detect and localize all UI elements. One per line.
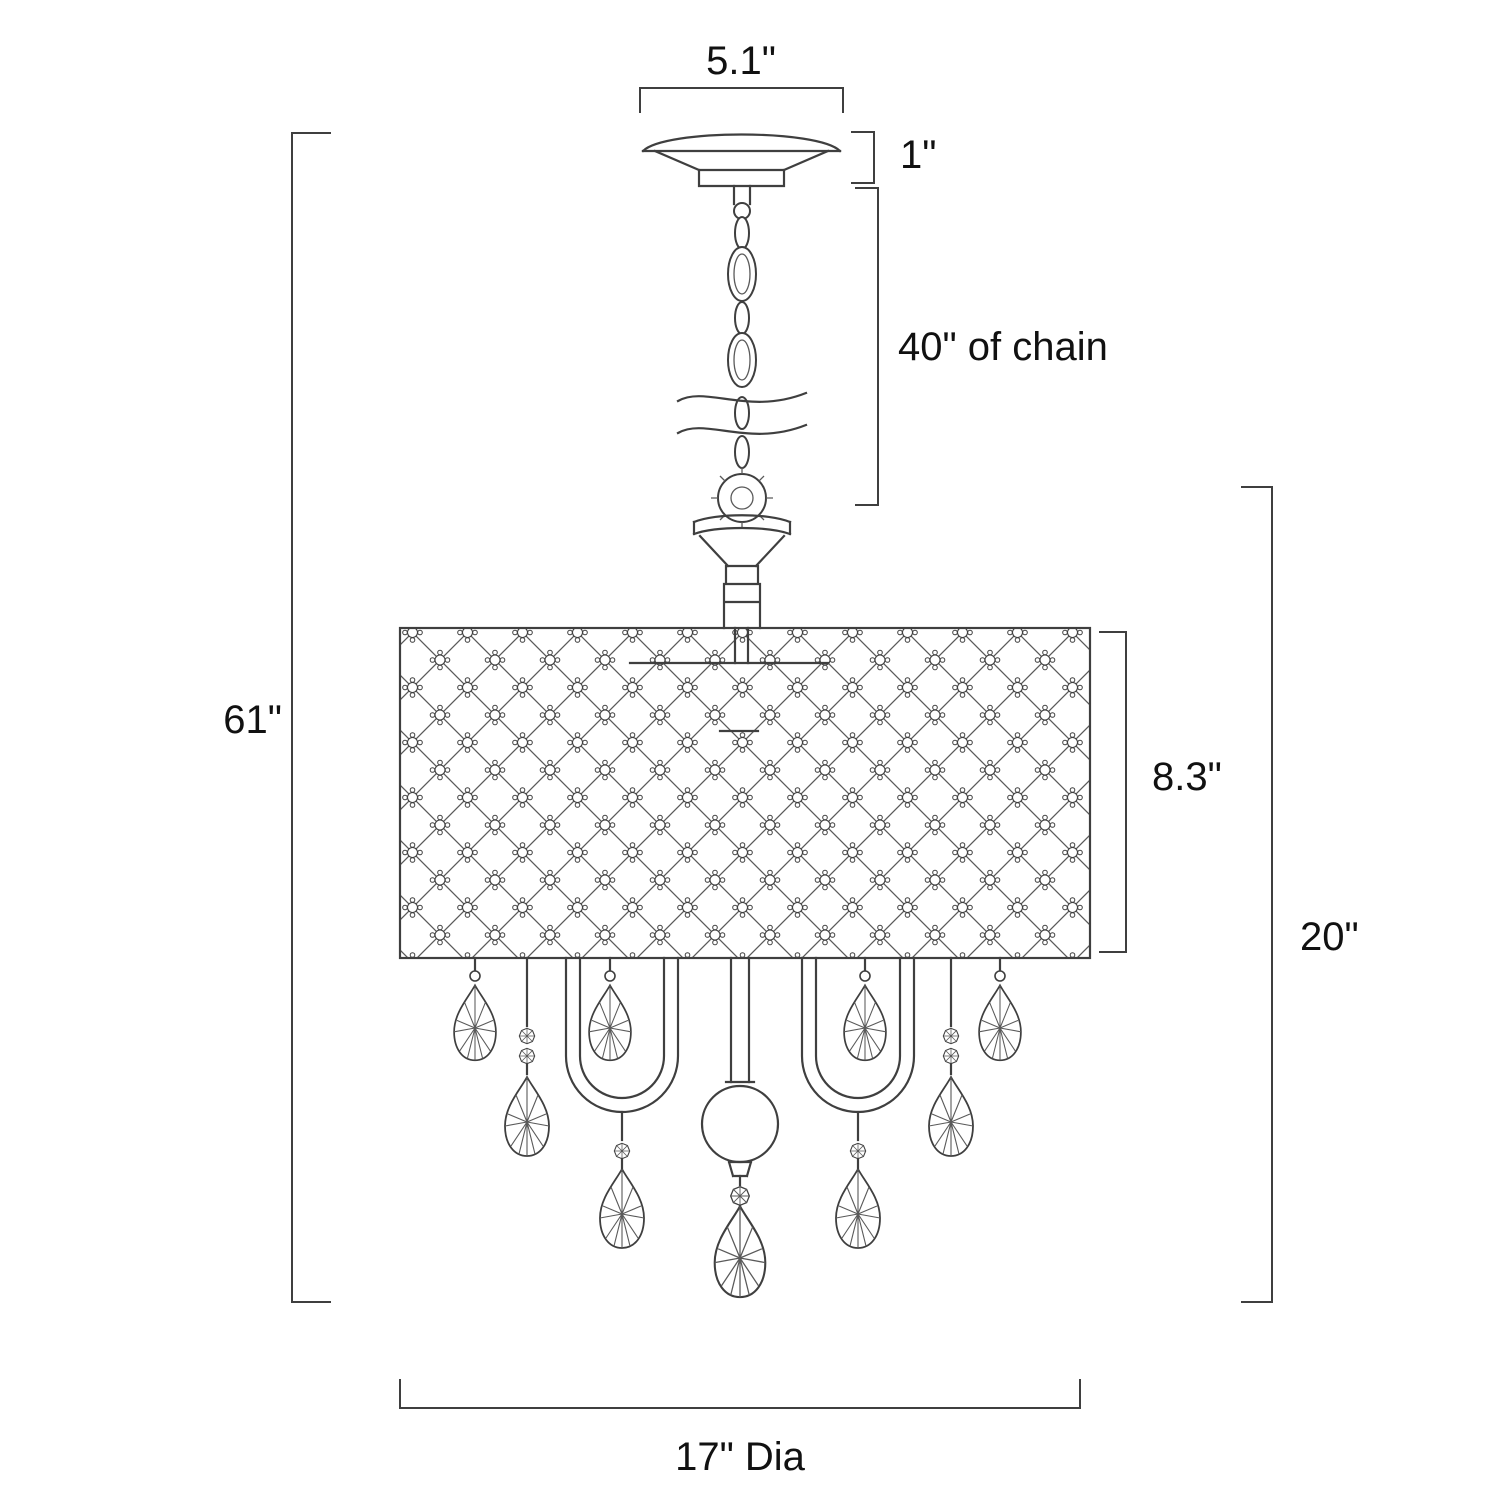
dim-label-overall-height: 61" bbox=[223, 698, 282, 742]
shade-fringe-crystals bbox=[453, 956, 1022, 1062]
fringe-crystal bbox=[588, 956, 632, 1062]
dim-label-body-height: 20" bbox=[1300, 915, 1359, 959]
hanging-chain bbox=[676, 184, 808, 529]
beaded-strand bbox=[928, 956, 974, 1157]
dim-label-shade-height: 8.3" bbox=[1152, 755, 1222, 799]
chain-break-symbol bbox=[676, 391, 808, 435]
arm-strands bbox=[599, 1110, 881, 1249]
dim-shade-height: 8.3" bbox=[1099, 631, 1222, 953]
dim-label-chain-length: 40" of chain bbox=[898, 325, 1108, 369]
dim-diameter: 17" Dia bbox=[399, 1379, 1081, 1479]
chain-loop bbox=[711, 467, 773, 529]
center-bead bbox=[730, 1186, 750, 1206]
dim-body-height: 20" bbox=[1241, 486, 1359, 1303]
dim-label-canopy-width: 5.1" bbox=[706, 39, 776, 83]
dim-canopy-width: 5.1" bbox=[639, 39, 844, 113]
dim-overall-height: 61" bbox=[223, 132, 331, 1303]
beaded-strand bbox=[504, 956, 550, 1157]
drum-shade bbox=[398, 626, 1092, 960]
fringe-crystal bbox=[453, 956, 497, 1062]
beaded-strands bbox=[504, 956, 974, 1157]
fringe-crystal bbox=[843, 956, 887, 1062]
fringe-crystal bbox=[978, 956, 1022, 1062]
dim-canopy-height: 1" bbox=[851, 131, 936, 184]
stem-cup bbox=[692, 514, 792, 630]
dim-label-canopy-height: 1" bbox=[900, 133, 936, 177]
dim-chain-length: 40" of chain bbox=[855, 187, 1108, 506]
arm-strand bbox=[599, 1110, 645, 1249]
canopy bbox=[641, 133, 842, 188]
dim-label-diameter: 17" Dia bbox=[675, 1435, 806, 1479]
arm-strand bbox=[835, 1110, 881, 1249]
center-bottom-crystal bbox=[713, 1205, 767, 1299]
center-stem bbox=[700, 956, 780, 1299]
